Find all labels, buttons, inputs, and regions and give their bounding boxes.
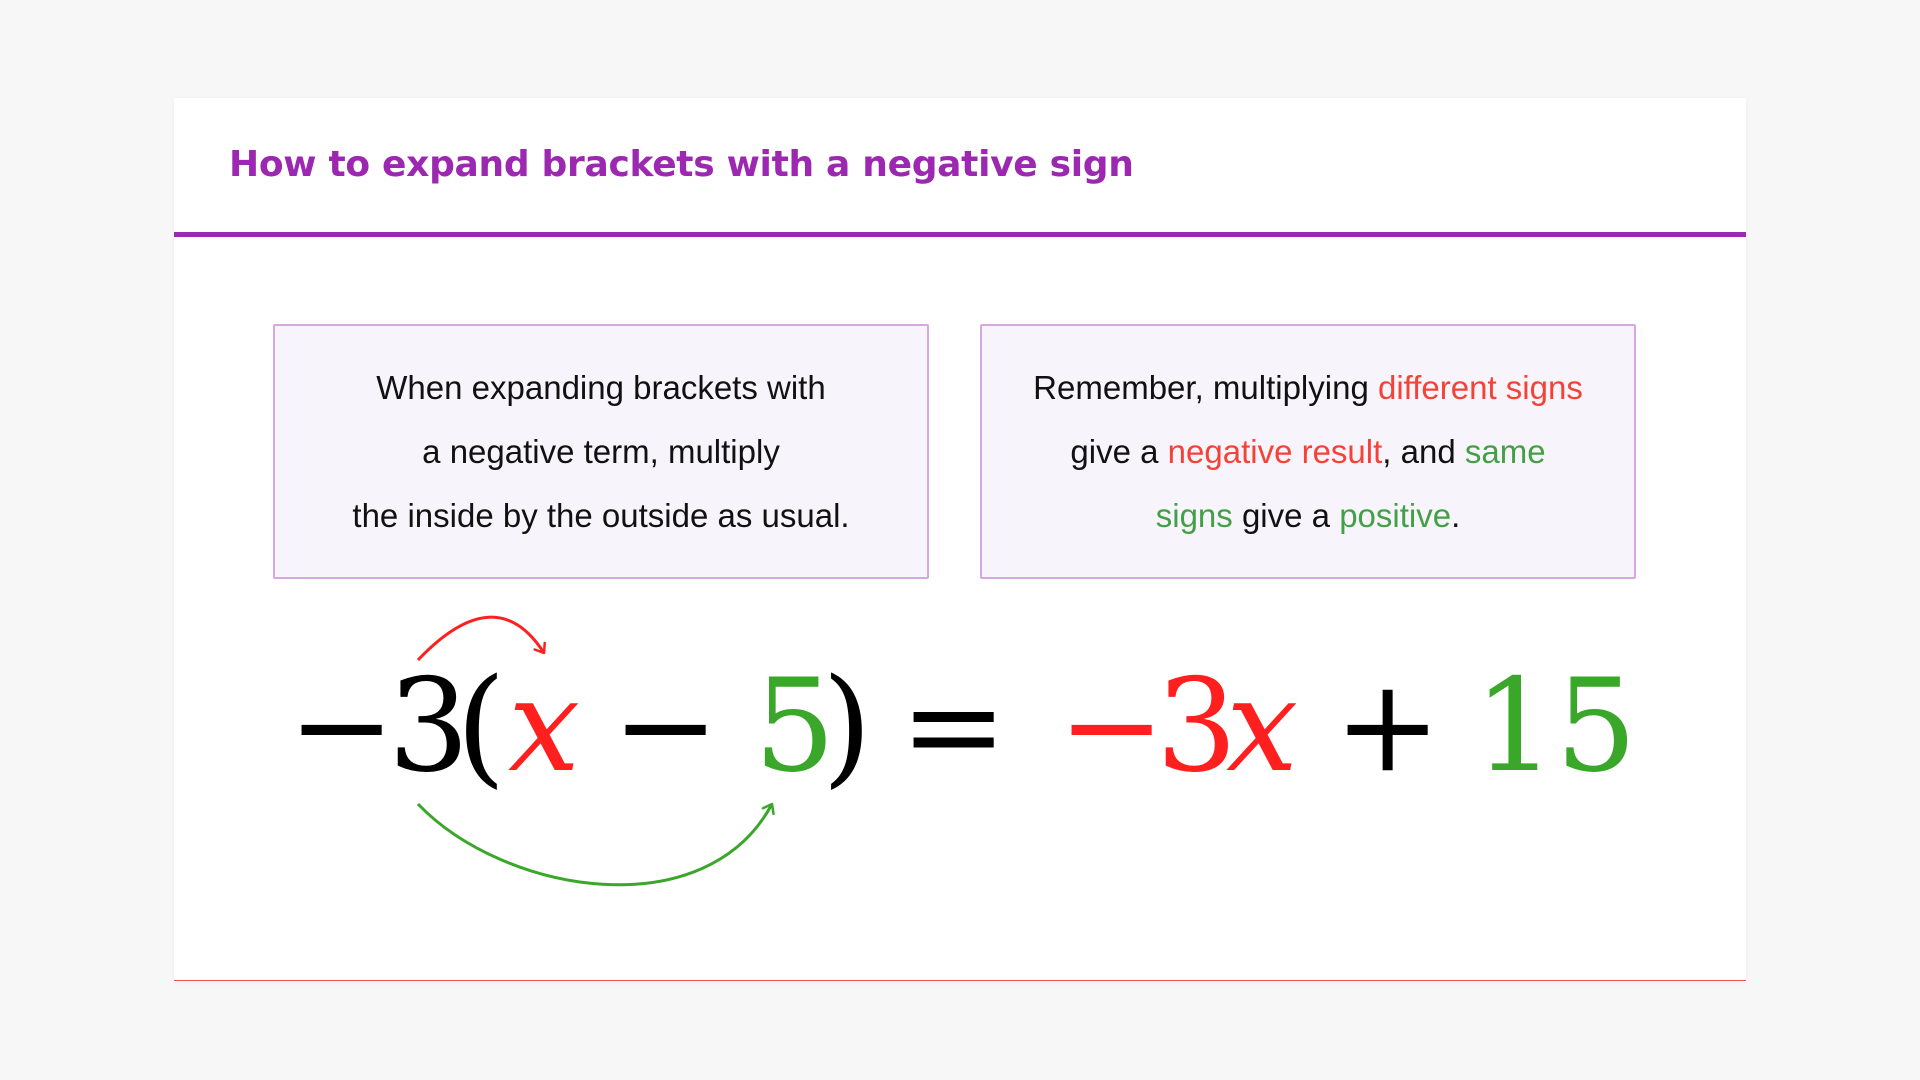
rule-line-2: a negative term, multiply <box>422 432 780 470</box>
result-variable-x: x <box>1226 652 1298 801</box>
coefficient-3: 3 <box>388 652 469 801</box>
sign-rule-text: give a <box>1232 496 1340 534</box>
sign-rule-line-3: signs give a positive. <box>1156 484 1461 548</box>
result-minus-sign: − <box>1058 652 1165 801</box>
multiply-x-arrow <box>416 615 546 662</box>
variable-x: x <box>508 652 580 801</box>
leading-minus-sign: − <box>288 652 395 801</box>
negative-result-text: negative result <box>1167 432 1383 470</box>
sign-rule-text: , and <box>1382 432 1465 470</box>
plus-sign: + <box>1334 652 1441 801</box>
constant-5: 5 <box>754 652 835 801</box>
result-coefficient-3: 3 <box>1156 652 1237 801</box>
result-constant-15: 15 <box>1474 652 1637 801</box>
equals-sign: = <box>900 652 1007 801</box>
rule-line-1: When expanding brackets with <box>376 368 826 406</box>
title-divider <box>174 232 1746 237</box>
different-signs-text: different signs <box>1377 368 1583 406</box>
expansion-rule-box: When expanding brackets with a negative … <box>273 324 929 579</box>
multiply-5-arrow <box>416 802 775 887</box>
sign-rule-text: give a <box>1070 432 1168 470</box>
equation-diagram: − 3 ( x − 5 ) = − 3 x + 15 <box>288 615 1637 887</box>
sign-rule-line-1: Remember, multiplying different signs <box>1033 356 1583 420</box>
sign-rule-text: . <box>1451 496 1461 534</box>
signs-text: signs <box>1155 496 1233 534</box>
sign-rule-line-2: give a negative result, and same <box>1070 420 1545 484</box>
page-title: How to expand brackets with a negative s… <box>229 144 1134 185</box>
inner-minus-sign: − <box>612 652 719 801</box>
open-bracket: ( <box>456 652 506 801</box>
same-text: same <box>1464 432 1546 470</box>
close-bracket: ) <box>822 652 872 801</box>
sign-rule-text: Remember, multiplying <box>1033 368 1378 406</box>
rule-line-3: the inside by the outside as usual. <box>352 496 850 534</box>
sign-rule-box: Remember, multiplying different signs gi… <box>980 324 1636 579</box>
slide-card: How to expand brackets with a negative s… <box>174 98 1746 981</box>
positive-text: positive <box>1339 496 1452 534</box>
